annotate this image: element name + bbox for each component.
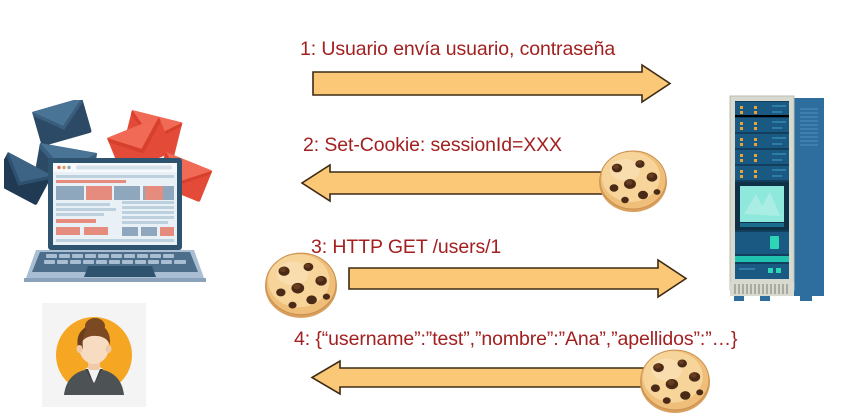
cookie-icon-3 bbox=[262, 250, 340, 320]
user-avatar-icon bbox=[42, 303, 146, 407]
message-label-4: 4: {“username”:”test”,”nombre”:”Ana”,”ap… bbox=[294, 328, 738, 350]
message-arrow-4-left bbox=[310, 359, 682, 396]
message-arrow-3-right bbox=[348, 258, 688, 300]
message-label-2: 2: Set-Cookie: sessionId=XXX bbox=[303, 134, 562, 156]
server-rack-icon bbox=[712, 94, 830, 304]
cookie-icon-2 bbox=[597, 148, 669, 214]
message-arrow-1-right bbox=[312, 63, 672, 104]
message-label-1: 1: Usuario envía usuario, contraseña bbox=[300, 38, 616, 60]
laptop-with-envelopes-icon bbox=[4, 100, 234, 290]
message-arrow-2-left bbox=[300, 163, 630, 203]
cookie-icon-4 bbox=[637, 347, 713, 415]
message-label-3: 3: HTTP GET /users/1 bbox=[311, 236, 502, 258]
